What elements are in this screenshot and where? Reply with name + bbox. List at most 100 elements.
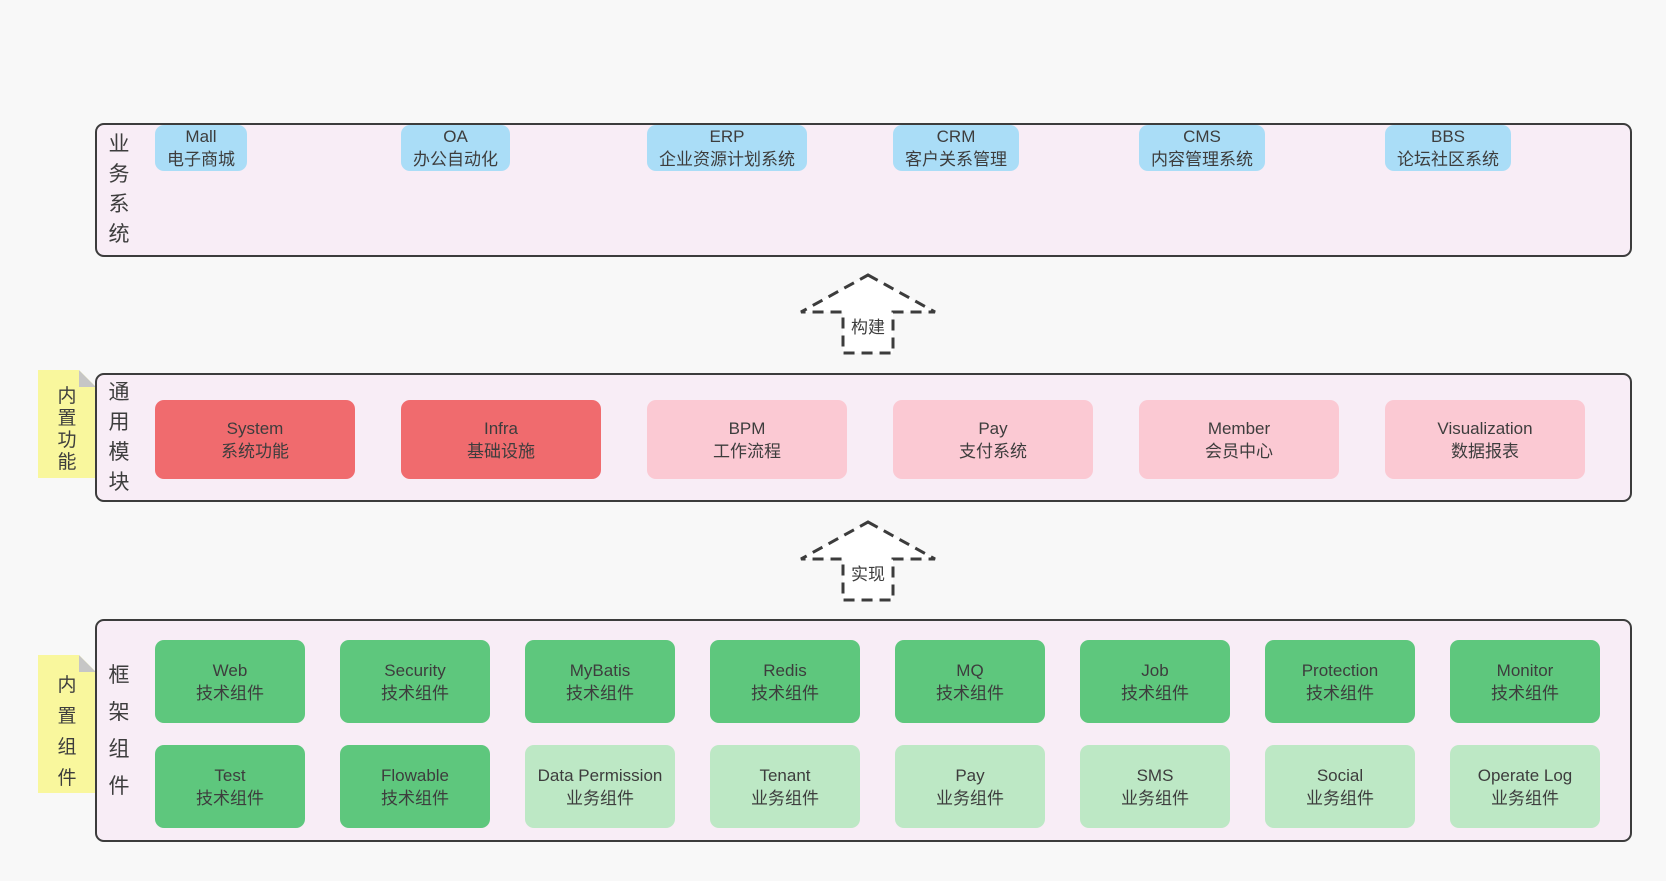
- card-operate-log: Operate Log 业务组件: [1450, 745, 1600, 828]
- card-subtitle: 工作流程: [713, 441, 781, 461]
- card-title: OA: [443, 127, 468, 146]
- arrow-build: 构建: [798, 272, 938, 356]
- card-subtitle: 业务组件: [1121, 788, 1189, 808]
- card-title: Pay: [978, 418, 1008, 438]
- card-sms: SMS 业务组件: [1080, 745, 1230, 828]
- card-subtitle: 业务组件: [1306, 788, 1374, 808]
- card-subtitle: 业务组件: [936, 788, 1004, 808]
- card-title: CRM: [936, 127, 976, 146]
- sticky-built-in-components: 内置组件: [38, 655, 96, 793]
- card-bbs: BBS 论坛社区系统: [1385, 125, 1511, 171]
- card-title: Redis: [763, 660, 807, 680]
- card-monitor: Monitor 技术组件: [1450, 640, 1600, 723]
- card-subtitle: 内容管理系统: [1151, 150, 1253, 169]
- card-crm: CRM 客户关系管理: [893, 125, 1019, 171]
- card-mybatis: MyBatis 技术组件: [525, 640, 675, 723]
- card-flowable: Flowable 技术组件: [340, 745, 490, 828]
- card-visualization: Visualization 数据报表: [1385, 400, 1585, 479]
- card-erp: ERP 企业资源计划系统: [647, 125, 807, 171]
- card-title: Monitor: [1496, 660, 1554, 680]
- sticky-label: 内置组件: [57, 675, 77, 789]
- card-subtitle: 企业资源计划系统: [659, 150, 795, 169]
- card-title: Security: [384, 660, 446, 680]
- card-subtitle: 客户关系管理: [905, 150, 1007, 169]
- card-subtitle: 系统功能: [221, 441, 289, 461]
- layer-framework-components: 框架组件 Web 技术组件 Security 技术组件 MyBatis 技术组件…: [95, 619, 1632, 842]
- card-member: Member 会员中心: [1139, 400, 1339, 479]
- card-job: Job 技术组件: [1080, 640, 1230, 723]
- card-title: Operate Log: [1477, 765, 1573, 785]
- card-title: Tenant: [759, 765, 811, 785]
- card-title: SMS: [1136, 765, 1174, 785]
- card-title: MyBatis: [569, 660, 631, 680]
- card-web: Web 技术组件: [155, 640, 305, 723]
- card-subtitle: 技术组件: [1121, 683, 1189, 703]
- card-test: Test 技术组件: [155, 745, 305, 828]
- card-mq: MQ 技术组件: [895, 640, 1045, 723]
- card-subtitle: 业务组件: [751, 788, 819, 808]
- card-pay-component: Pay 业务组件: [895, 745, 1045, 828]
- card-infra: Infra 基础设施: [401, 400, 601, 479]
- layer-business-systems: 业务系统 Mall 电子商城 OA 办公自动化 ERP 企业资源计划系统 CRM…: [95, 123, 1632, 257]
- card-cms: CMS 内容管理系统: [1139, 125, 1265, 171]
- card-redis: Redis 技术组件: [710, 640, 860, 723]
- arrow-implement: 实现: [798, 519, 938, 603]
- card-subtitle: 技术组件: [1306, 683, 1374, 703]
- card-subtitle: 业务组件: [1491, 788, 1559, 808]
- card-subtitle: 技术组件: [381, 683, 449, 703]
- card-subtitle: 论坛社区系统: [1397, 150, 1499, 169]
- card-subtitle: 技术组件: [1491, 683, 1559, 703]
- card-subtitle: 技术组件: [566, 683, 634, 703]
- card-title: Infra: [483, 418, 519, 438]
- card-title: CMS: [1183, 127, 1221, 146]
- card-tenant: Tenant 业务组件: [710, 745, 860, 828]
- card-subtitle: 会员中心: [1205, 441, 1273, 461]
- card-title: Job: [1141, 660, 1169, 680]
- card-title: Data Permission: [537, 765, 663, 785]
- card-title: Pay: [955, 765, 985, 785]
- card-subtitle: 技术组件: [936, 683, 1004, 703]
- card-oa: OA 办公自动化: [401, 125, 510, 171]
- card-title: Flowable: [380, 765, 450, 785]
- arrow-label: 实现: [848, 559, 888, 586]
- card-subtitle: 基础设施: [467, 441, 535, 461]
- card-title: Social: [1316, 765, 1364, 785]
- side-label-common-modules: 通用模块: [108, 380, 130, 494]
- card-bpm: BPM 工作流程: [647, 400, 847, 479]
- card-subtitle: 办公自动化: [413, 150, 498, 169]
- side-label-framework-components: 框架组件: [108, 663, 130, 798]
- card-subtitle: 技术组件: [196, 683, 264, 703]
- card-system: System 系统功能: [155, 400, 355, 479]
- card-title: Protection: [1301, 660, 1379, 680]
- card-pay-module: Pay 支付系统: [893, 400, 1093, 479]
- card-title: MQ: [956, 660, 984, 680]
- card-title: Member: [1207, 418, 1271, 438]
- card-data-permission: Data Permission 业务组件: [525, 745, 675, 828]
- card-title: BBS: [1430, 127, 1466, 146]
- card-title: BPM: [728, 418, 766, 438]
- card-title: System: [226, 418, 284, 438]
- card-subtitle: 电子商城: [167, 150, 235, 169]
- card-subtitle: 业务组件: [566, 788, 634, 808]
- card-title: Mall: [185, 127, 217, 146]
- sticky-fold-icon: [79, 655, 96, 672]
- card-title: Test: [214, 765, 246, 785]
- card-protection: Protection 技术组件: [1265, 640, 1415, 723]
- card-title: ERP: [709, 127, 745, 146]
- card-subtitle: 支付系统: [959, 441, 1027, 461]
- side-label-business-systems: 业务系统: [108, 133, 130, 246]
- card-social: Social 业务组件: [1265, 745, 1415, 828]
- sticky-built-in-features: 内置功能: [38, 370, 96, 478]
- card-mall: Mall 电子商城: [155, 125, 247, 171]
- card-subtitle: 技术组件: [196, 788, 264, 808]
- card-subtitle: 技术组件: [381, 788, 449, 808]
- card-security: Security 技术组件: [340, 640, 490, 723]
- sticky-label: 内置功能: [57, 386, 77, 473]
- card-title: Web: [212, 660, 248, 680]
- card-title: Visualization: [1437, 418, 1533, 438]
- sticky-fold-icon: [79, 370, 96, 387]
- layer-common-modules: 通用模块 System 系统功能 Infra 基础设施 BPM 工作流程 Pay…: [95, 373, 1632, 502]
- arrow-label: 构建: [848, 312, 888, 339]
- card-subtitle: 数据报表: [1451, 441, 1519, 461]
